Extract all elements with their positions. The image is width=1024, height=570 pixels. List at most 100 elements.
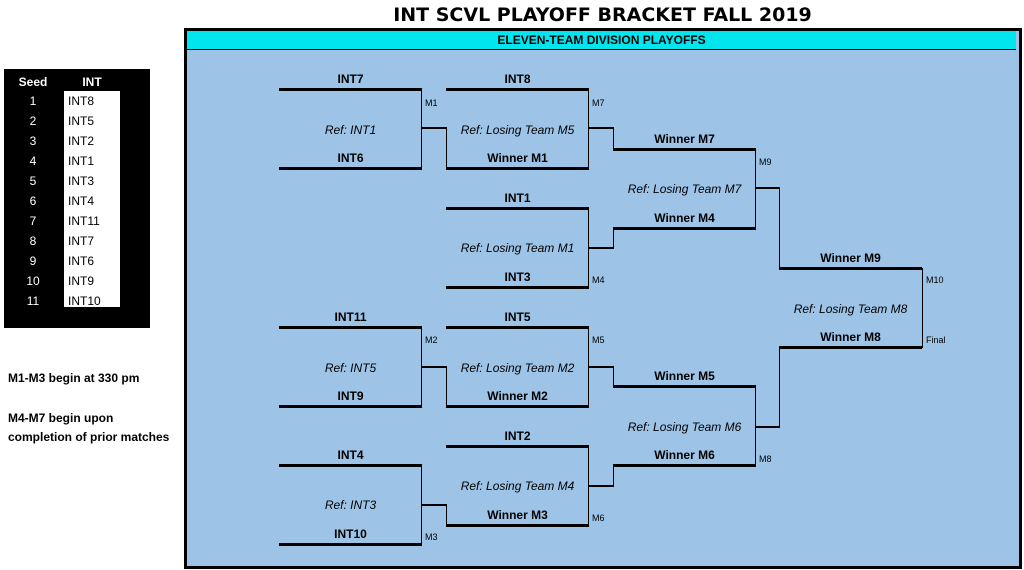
m7-bottom-team: Winner M1 — [487, 151, 548, 165]
m6-match-id: M6 — [592, 513, 605, 523]
seed-number: 5 — [29, 174, 37, 188]
m7-connector — [588, 89, 589, 169]
m4-match-id: M4 — [592, 275, 605, 285]
m3-referee: Ref: INT3 — [324, 498, 377, 512]
m1-referee: Ref: INT1 — [324, 123, 377, 137]
m8-bottom-line — [613, 464, 756, 467]
m9-bottom-line — [613, 227, 756, 230]
m8-to-final-connector — [779, 347, 780, 427]
seed-team: INT11 — [68, 214, 100, 228]
schedule-note-line2: completion of prior matches — [8, 430, 170, 444]
m5-bottom-line — [446, 405, 589, 408]
m5-advance-line — [588, 366, 614, 368]
final-top-team: Winner M9 — [820, 251, 881, 265]
m5-match-id: M5 — [592, 335, 605, 345]
m8-match-id: M8 — [759, 454, 772, 464]
m7-top-team: INT8 — [504, 72, 531, 86]
m7-advance-line — [588, 127, 614, 129]
page-title: INT SCVL PLAYOFF BRACKET FALL 2019 — [393, 4, 812, 26]
m8-referee: Ref: Losing Team M6 — [627, 420, 742, 434]
team-column-header: INT — [82, 75, 102, 89]
m4-referee: Ref: Losing Team M1 — [460, 241, 575, 255]
m1-top-team: INT7 — [337, 72, 364, 86]
final-label: Final — [926, 335, 946, 345]
seed-number: 4 — [29, 154, 37, 168]
m5-top-team: INT5 — [504, 310, 531, 324]
seed-team: INT10 — [68, 294, 101, 308]
seed-column-header: Seed — [18, 75, 48, 89]
division-subtitle: ELEVEN-TEAM DIVISION PLAYOFFS — [187, 31, 1016, 50]
m3-bottom-team: INT10 — [334, 527, 367, 541]
bracket-frame — [184, 28, 1022, 569]
seed-team: INT9 — [68, 274, 95, 288]
m9-top-line — [613, 148, 756, 151]
m5-to-m8-connector — [613, 366, 614, 388]
seed-number: 7 — [29, 214, 37, 228]
m2-top-team: INT11 — [334, 310, 367, 324]
final-bottom-team: Winner M8 — [820, 330, 881, 344]
m8-top-line — [613, 385, 756, 388]
seed-number: 3 — [29, 134, 37, 148]
m3-match-id: M3 — [425, 532, 438, 542]
m9-referee: Ref: Losing Team M7 — [627, 182, 742, 196]
m1-top-line — [279, 88, 422, 91]
m3-bottom-line — [279, 543, 422, 546]
m9-connector — [755, 149, 756, 229]
m8-bottom-team: Winner M6 — [654, 448, 715, 462]
seed-number: 9 — [29, 254, 37, 268]
seed-number: 10 — [26, 274, 40, 288]
seed-team: INT4 — [68, 194, 95, 208]
m1-bottom-line — [279, 167, 422, 170]
m2-top-line — [279, 326, 422, 329]
m6-referee: Ref: Losing Team M4 — [460, 479, 575, 493]
m6-bottom-team: Winner M3 — [487, 508, 548, 522]
m8-advance-line — [755, 426, 780, 428]
m3-top-line — [279, 464, 422, 467]
m2-referee: Ref: INT5 — [324, 361, 377, 375]
m4-advance-line — [588, 247, 614, 249]
m6-to-m8-connector — [613, 466, 614, 486]
seed-number: 1 — [29, 94, 37, 108]
seed-number: 8 — [29, 234, 37, 248]
schedule-note-line1: M4-M7 begin upon — [8, 411, 114, 425]
m2-bottom-team: INT9 — [337, 389, 364, 403]
seed-number: 2 — [29, 114, 37, 128]
m4-top-line — [446, 207, 589, 210]
m7-top-line — [446, 88, 589, 91]
seed-team: INT3 — [68, 174, 95, 188]
m1-to-m7-connector — [446, 127, 447, 169]
m2-advance-line — [421, 366, 447, 368]
m1-connector — [421, 89, 422, 169]
m9-match-id: M9 — [759, 157, 772, 167]
seed-team: INT5 — [68, 114, 95, 128]
m4-bottom-team: INT3 — [504, 270, 531, 284]
m3-top-team: INT4 — [337, 448, 364, 462]
m9-bottom-team: Winner M4 — [654, 211, 715, 225]
final-referee: Ref: Losing Team M8 — [793, 302, 908, 316]
m5-top-line — [446, 326, 589, 329]
seed-number: 11 — [26, 294, 40, 308]
m3-to-m6-connector — [446, 504, 447, 526]
m8-top-team: Winner M5 — [654, 369, 715, 383]
m6-bottom-line — [446, 524, 589, 527]
m9-to-final-connector — [779, 187, 780, 269]
seeds-table: Seed INT 1 INT8 2 INT5 3 INT2 4 INT1 5 I… — [4, 69, 150, 328]
m6-top-team: INT2 — [504, 429, 531, 443]
seed-team: INT2 — [68, 134, 95, 148]
m6-top-line — [446, 445, 589, 448]
m5-referee: Ref: Losing Team M2 — [460, 361, 575, 375]
m2-to-m5-connector — [446, 366, 447, 408]
seed-team: INT8 — [68, 94, 95, 108]
m9-top-team: Winner M7 — [654, 132, 715, 146]
m7-match-id: M7 — [592, 98, 605, 108]
m2-match-id: M2 — [425, 335, 438, 345]
m9-advance-line — [755, 187, 780, 189]
final-connector — [922, 268, 923, 348]
seed-number: 6 — [29, 194, 37, 208]
m5-bottom-team: Winner M2 — [487, 389, 548, 403]
seed-team: INT7 — [68, 234, 95, 248]
m6-advance-line — [588, 485, 614, 487]
team-column-background — [64, 91, 120, 307]
m7-referee: Ref: Losing Team M5 — [460, 123, 575, 137]
m4-to-m9-connector — [613, 229, 614, 248]
